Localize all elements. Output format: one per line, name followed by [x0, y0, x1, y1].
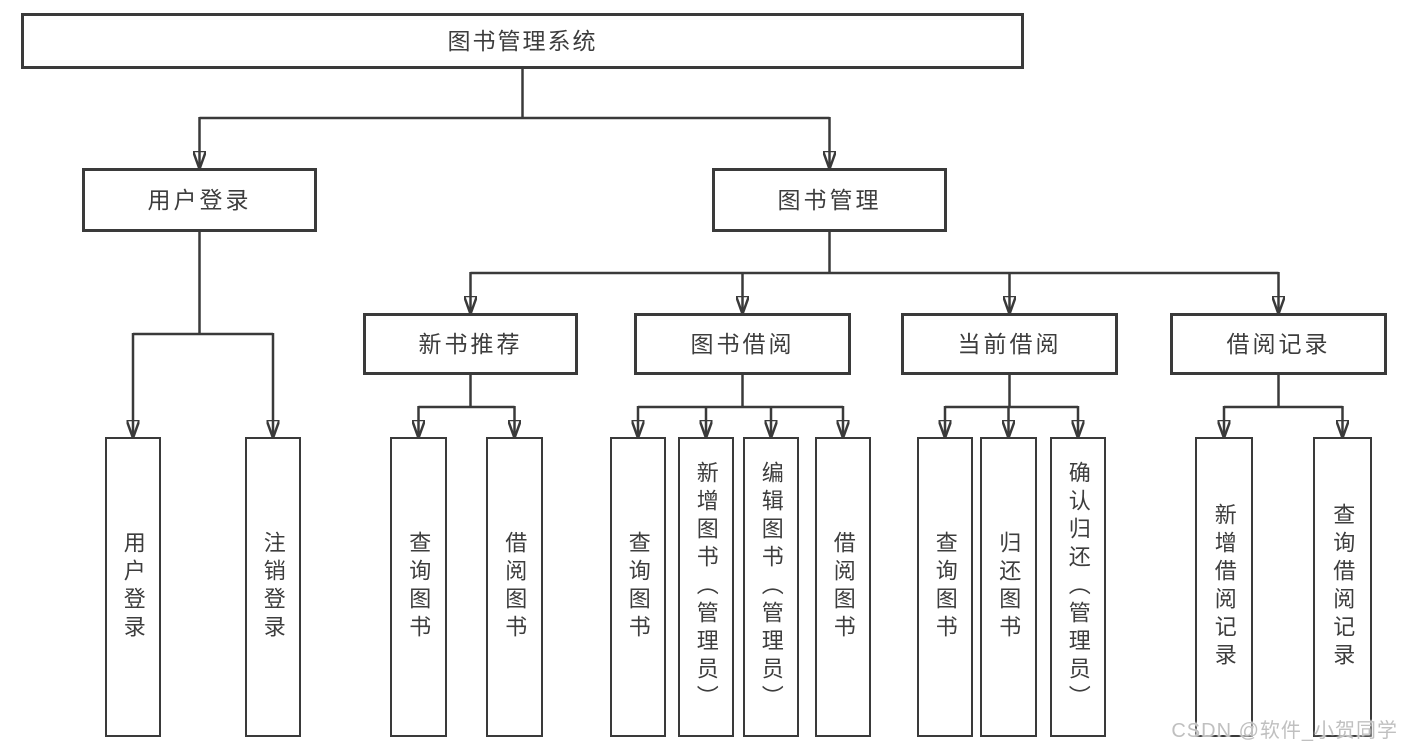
connector-new-book-recommend-branch: [419, 375, 515, 437]
watermark: CSDN @软件_小贺同学: [1171, 720, 1398, 742]
leaf-return-book: 归还图书: [980, 437, 1037, 737]
leaf-borrow-book: 借阅图书: [815, 437, 871, 737]
leaf-query-book-recommend: 查询图书: [390, 437, 447, 737]
leaf-edit-book-admin: 编辑图书（管理员）: [743, 437, 799, 737]
connector-current-borrow-branch: [945, 375, 1078, 437]
node-book-borrow: 图书借阅: [634, 313, 851, 375]
leaf-confirm-return-admin: 确认归还（管理员）: [1050, 437, 1106, 737]
leaf-query-borrow-record: 查询借阅记录: [1313, 437, 1372, 737]
node-book-management: 图书管理: [712, 168, 947, 232]
node-user-login: 用户登录: [82, 168, 317, 232]
leaf-logout: 注销登录: [245, 437, 301, 737]
node-borrow-records: 借阅记录: [1170, 313, 1387, 375]
connector-root-to-level2: [200, 69, 830, 168]
connector-book-management-branch: [471, 232, 1279, 313]
connector-book-borrow-branch: [638, 375, 843, 437]
connector-user-login-branch: [133, 232, 273, 437]
leaf-query-book-borrow: 查询图书: [610, 437, 666, 737]
leaf-borrow-book-recommend: 借阅图书: [486, 437, 543, 737]
node-current-borrow: 当前借阅: [901, 313, 1118, 375]
leaf-query-book-current: 查询图书: [917, 437, 973, 737]
node-new-book-recommend: 新书推荐: [363, 313, 578, 375]
connector-borrow-records-branch: [1224, 375, 1343, 437]
leaf-user-login: 用户登录: [105, 437, 161, 737]
node-library-management-system: 图书管理系统: [21, 13, 1024, 69]
leaf-add-book-admin: 新增图书（管理员）: [678, 437, 734, 737]
leaf-add-borrow-record: 新增借阅记录: [1195, 437, 1253, 737]
